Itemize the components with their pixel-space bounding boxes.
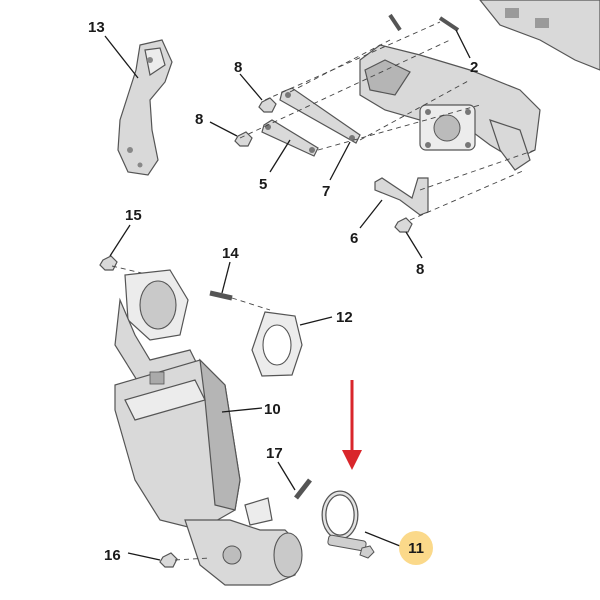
callout-6: 6 bbox=[350, 230, 358, 247]
exhaust-manifold-part bbox=[359, 44, 541, 171]
callout-7: 7 bbox=[322, 183, 330, 200]
callout-15: 15 bbox=[125, 207, 142, 224]
callout-8-upper: 8 bbox=[234, 59, 242, 76]
callout-8-right: 8 bbox=[416, 261, 424, 278]
stud-17-part bbox=[294, 478, 312, 500]
catalytic-converter-part bbox=[114, 269, 303, 586]
nut-8-left-part bbox=[234, 131, 253, 147]
bolt-16-part bbox=[159, 552, 211, 568]
short-bracket-part bbox=[261, 119, 319, 157]
callout-5: 5 bbox=[259, 176, 267, 193]
callout-13: 13 bbox=[88, 19, 105, 36]
bent-bracket-part bbox=[374, 177, 429, 216]
callout-16: 16 bbox=[104, 547, 121, 564]
callout-11-highlight bbox=[399, 531, 433, 565]
callout-12: 12 bbox=[336, 309, 353, 326]
manifold-upper-stud-part bbox=[388, 13, 402, 32]
heat-shield-bracket-part bbox=[117, 39, 173, 176]
red-pointer-arrow bbox=[342, 380, 362, 470]
nut-8-upper-part bbox=[258, 97, 277, 113]
stud-14-part bbox=[209, 290, 233, 301]
leader-lines bbox=[104, 29, 471, 561]
manifold-stud-part bbox=[438, 16, 460, 32]
callout-8-left: 8 bbox=[195, 111, 203, 128]
exhaust-clamp-part bbox=[321, 490, 375, 559]
assembly-guide-lines-middle bbox=[111, 265, 271, 311]
nut-8-right-part bbox=[394, 217, 413, 233]
callout-11: 11 bbox=[408, 540, 424, 557]
callout-2: 2 bbox=[470, 59, 478, 76]
callout-labels: 13 8 8 2 5 7 6 8 15 14 12 10 17 16 11 bbox=[88, 19, 478, 565]
callout-10: 10 bbox=[264, 401, 281, 418]
callout-17: 17 bbox=[266, 445, 283, 462]
cylinder-head-part bbox=[479, 0, 600, 71]
assembly-guide-lines bbox=[239, 21, 536, 221]
gasket-part bbox=[251, 311, 303, 377]
nut-15-part bbox=[99, 255, 118, 271]
callout-14: 14 bbox=[222, 245, 239, 262]
